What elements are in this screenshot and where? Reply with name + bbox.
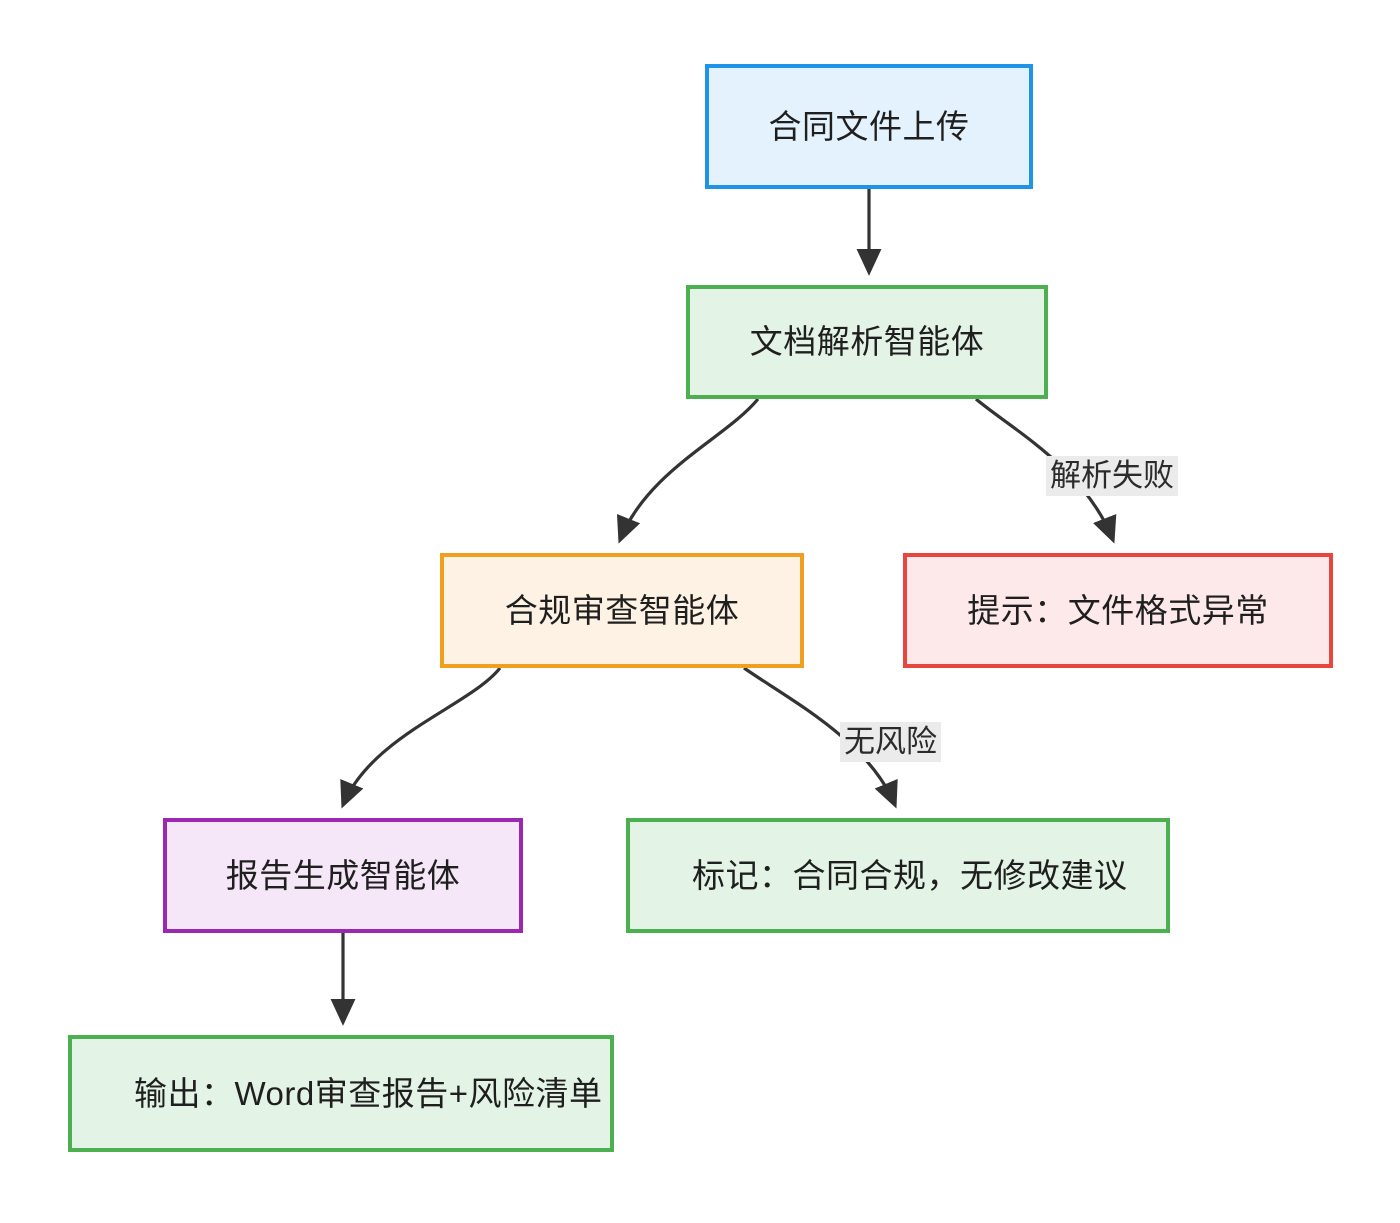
node-output-word-report[interactable]: 输出：Word审查报告+风险清单 — [68, 1035, 614, 1152]
node-label: 输出：Word审查报告+风险清单 — [134, 1074, 603, 1112]
node-compliance-review-agent[interactable]: 合规审查智能体 — [440, 553, 804, 668]
node-label: 标记：合同合规，无修改建议 — [692, 856, 1128, 894]
edge-label-parse-failed: 解析失败 — [1046, 456, 1178, 496]
node-label: 报告生成智能体 — [225, 856, 461, 894]
edge-review-to-report — [340, 667, 502, 809]
node-label: 合同文件上传 — [768, 107, 970, 145]
node-label: 文档解析智能体 — [749, 323, 985, 361]
node-label: 提示：文件格式异常 — [967, 591, 1269, 629]
node-label: 合规审查智能体 — [504, 591, 740, 629]
node-report-generation-agent[interactable]: 报告生成智能体 — [163, 818, 523, 933]
edge-parse-to-review — [616, 397, 760, 544]
edge-label-no-risk: 无风险 — [840, 722, 941, 762]
node-compliant-no-revision-mark[interactable]: 标记：合同合规，无修改建议 — [626, 818, 1170, 933]
node-contract-file-upload[interactable]: 合同文件上传 — [705, 64, 1033, 189]
node-document-parsing-agent[interactable]: 文档解析智能体 — [686, 285, 1048, 399]
edge-parse-to-error — [974, 397, 1117, 544]
node-file-format-error-prompt[interactable]: 提示：文件格式异常 — [903, 553, 1333, 668]
edge-review-to-compliant — [743, 666, 898, 809]
